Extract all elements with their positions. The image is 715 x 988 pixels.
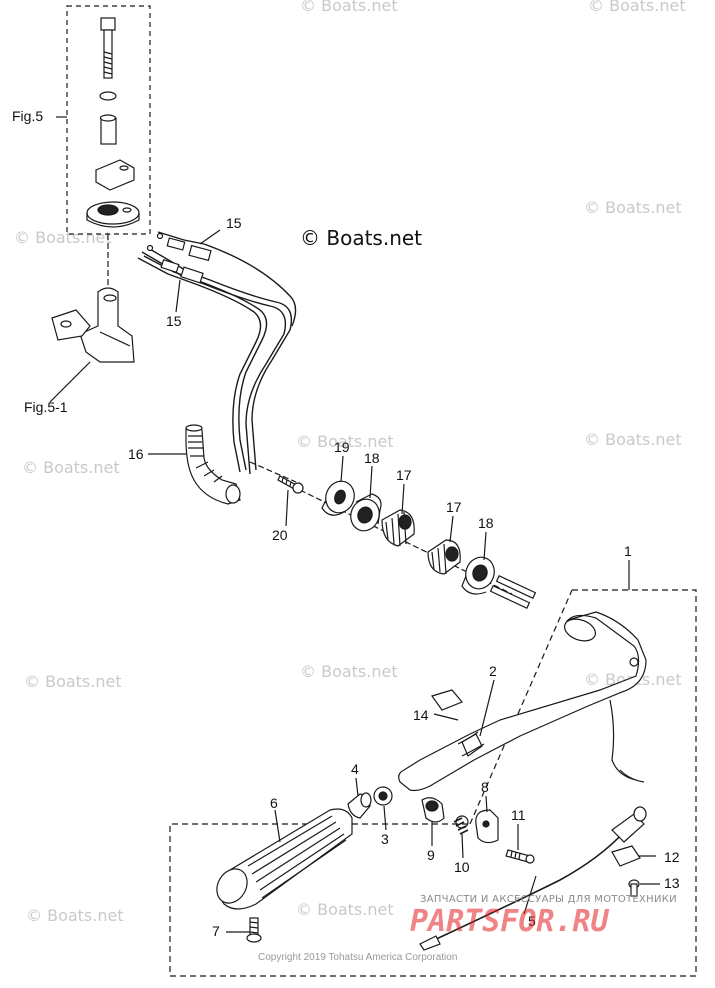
- bracket-8: [475, 809, 499, 844]
- tiller-dashed-box-2: [469, 589, 573, 825]
- wire-bundle: [609, 699, 645, 783]
- callout-8: 8: [481, 779, 489, 795]
- clip-12: [611, 845, 641, 867]
- callout-20: 20: [272, 527, 288, 543]
- fig5-collar: [99, 114, 117, 145]
- brand-label: © Boats.net: [300, 226, 423, 250]
- leader-18b: [483, 531, 487, 561]
- copyright-footer: Copyright 2019 Tohatsu America Corporati…: [258, 952, 458, 963]
- bushing-18b: [461, 556, 495, 595]
- callout-4: 4: [351, 761, 359, 777]
- throttle-stopper-9: [421, 797, 445, 823]
- bolt-11: [505, 849, 535, 864]
- leader-2: [479, 679, 495, 737]
- callout-3: 3: [381, 831, 389, 847]
- watermark: © Boats.net: [584, 198, 682, 217]
- fig5-clamp: [95, 159, 135, 191]
- callout-18-right: 18: [478, 515, 494, 531]
- plate-19: [321, 480, 355, 516]
- leader-14: [433, 713, 459, 721]
- fig51-leader: [49, 361, 91, 403]
- watermark: © Boats.net: [296, 900, 394, 919]
- callout-13: 13: [664, 875, 680, 891]
- callout-19: 19: [334, 439, 350, 455]
- leader-4: [355, 777, 359, 797]
- leader-17a: [401, 483, 405, 515]
- grommet-16: [185, 424, 241, 505]
- throttle-grip-6: [216, 808, 353, 910]
- fig5-label: Fig.5: [12, 108, 44, 124]
- leader-20: [285, 489, 289, 527]
- callout-17-right: 17: [446, 499, 462, 515]
- fig51-label: Fig.5-1: [24, 399, 68, 415]
- callout-12: 12: [664, 849, 680, 865]
- leader-3: [383, 805, 387, 831]
- cable-pins: [489, 575, 537, 609]
- callout-1: 1: [624, 543, 632, 559]
- leader-18a: [369, 465, 373, 499]
- spring-10: [453, 815, 469, 835]
- screw-13: [628, 879, 640, 897]
- leader-15a: [199, 229, 221, 245]
- callout-10: 10: [454, 859, 470, 875]
- gear-17a: [381, 509, 415, 547]
- leader-19: [340, 455, 344, 483]
- fig5-bolt: [100, 17, 116, 79]
- fig5-washer: [99, 91, 117, 101]
- callout-18-left: 18: [364, 450, 380, 466]
- cable-axis: [249, 461, 297, 483]
- cap-4: [347, 792, 372, 819]
- callout-7: 7: [212, 923, 220, 939]
- tiller-arm-2: [398, 611, 647, 792]
- leader-5: [523, 875, 537, 915]
- watermark: © Boats.net: [14, 228, 112, 247]
- callout-11: 11: [511, 807, 526, 823]
- callout-5: 5: [528, 913, 536, 929]
- callout-9: 9: [427, 847, 435, 863]
- screw-7: [246, 917, 262, 943]
- shop-tagline: ЗАПЧАСТИ И АКСЕССУАРЫ ДЛЯ МОТОТЕХНИКИ: [420, 894, 677, 905]
- callout-17-left: 17: [396, 467, 412, 483]
- screw-20: [277, 475, 304, 494]
- callout-16: 16: [128, 446, 144, 462]
- shop-logo: PARTSFOR.RU: [410, 904, 609, 939]
- throttle-cable-5: [419, 806, 647, 951]
- leader-8: [485, 795, 488, 813]
- callout-2: 2: [489, 663, 497, 679]
- bushing-18a: [350, 493, 382, 532]
- leader-17b: [449, 515, 454, 543]
- watermark: © Boats.net: [588, 0, 686, 15]
- fig51-bracket: [51, 287, 135, 363]
- callout-6: 6: [270, 795, 278, 811]
- leader-6: [274, 809, 281, 843]
- throttle-cables: [137, 231, 297, 475]
- fig5-friction-disc: [86, 201, 140, 228]
- watermark: © Boats.net: [300, 662, 398, 681]
- watermark: © Boats.net: [300, 0, 398, 15]
- callout-14: 14: [413, 707, 429, 723]
- gear-17b: [427, 539, 461, 575]
- callout-15-top: 15: [226, 215, 242, 231]
- leader-15b: [175, 279, 181, 313]
- tiller-dashed-box: [169, 589, 697, 977]
- callout-15-bottom: 15: [166, 313, 182, 329]
- watermark: © Boats.net: [24, 672, 122, 691]
- decal-14: [431, 689, 463, 711]
- collar-3: [373, 786, 393, 806]
- watermark: © Boats.net: [296, 432, 394, 451]
- leader-10: [461, 833, 464, 859]
- watermark: © Boats.net: [584, 430, 682, 449]
- watermark: © Boats.net: [22, 458, 120, 477]
- watermark: © Boats.net: [26, 906, 124, 925]
